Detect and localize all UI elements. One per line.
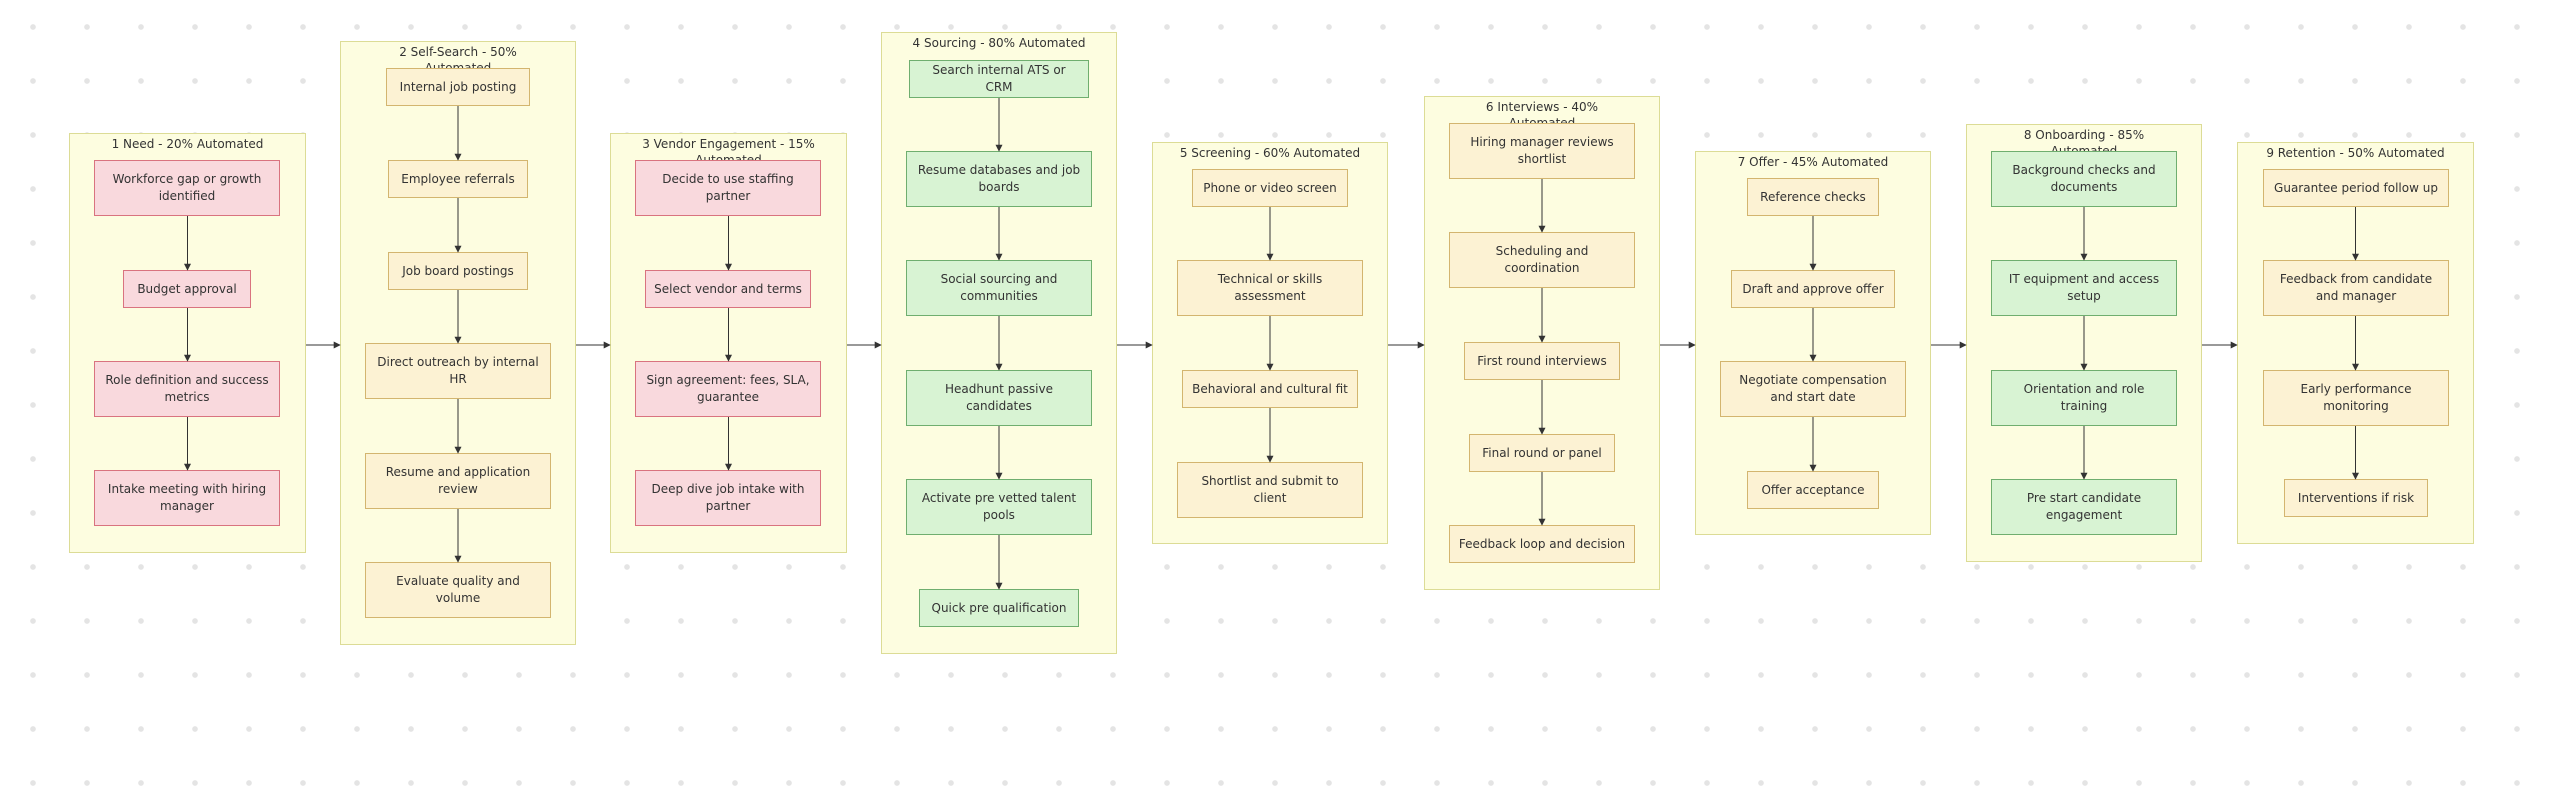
step-budget-approval: Budget approval <box>123 270 251 308</box>
step-resume-review: Resume and application review <box>365 453 551 509</box>
step-phone-screen: Phone or video screen <box>1192 169 1348 207</box>
step-final-round: Final round or panel <box>1469 434 1615 472</box>
step-evaluate-quality: Evaluate quality and volume <box>365 562 551 618</box>
step-job-board-postings: Job board postings <box>388 252 528 290</box>
stage-title: 1 Need - 20% Automated <box>111 137 264 151</box>
step-direct-outreach: Direct outreach by internal HR <box>365 343 551 399</box>
step-skills-assessment: Technical or skills assessment <box>1177 260 1363 316</box>
step-first-round: First round interviews <box>1464 342 1620 380</box>
step-sign-agreement: Sign agreement: fees, SLA, guarantee <box>635 361 821 417</box>
step-decide-staffing-partner: Decide to use staffing partner <box>635 160 821 216</box>
step-deep-dive-intake: Deep dive job intake with partner <box>635 470 821 526</box>
step-orientation-training: Orientation and role training <box>1991 370 2177 426</box>
step-resume-databases: Resume databases and job boards <box>906 151 1092 207</box>
step-offer-acceptance: Offer acceptance <box>1747 471 1879 509</box>
step-quick-prequalification: Quick pre qualification <box>919 589 1079 627</box>
step-activate-talent-pools: Activate pre vetted talent pools <box>906 479 1092 535</box>
step-performance-monitoring: Early performance monitoring <box>2263 370 2449 426</box>
step-negotiate-compensation: Negotiate compensation and start date <box>1720 361 1906 417</box>
step-employee-referrals: Employee referrals <box>388 160 528 198</box>
step-scheduling: Scheduling and coordination <box>1449 232 1635 288</box>
step-background-checks: Background checks and documents <box>1991 151 2177 207</box>
step-guarantee-followup: Guarantee period follow up <box>2263 169 2449 207</box>
step-interventions: Interventions if risk <box>2284 479 2428 517</box>
stage-title: 9 Retention - 50% Automated <box>2266 146 2445 160</box>
stage-title: 5 Screening - 60% Automated <box>1179 146 1361 160</box>
step-it-equipment: IT equipment and access setup <box>1991 260 2177 316</box>
step-select-vendor: Select vendor and terms <box>645 270 811 308</box>
stage-title: 4 Sourcing - 80% Automated <box>912 36 1086 50</box>
step-workforce-gap: Workforce gap or growth identified <box>94 160 280 216</box>
step-social-sourcing: Social sourcing and communities <box>906 260 1092 316</box>
step-search-ats: Search internal ATS or CRM <box>909 60 1089 98</box>
step-draft-offer: Draft and approve offer <box>1731 270 1895 308</box>
step-reference-checks: Reference checks <box>1747 178 1879 216</box>
stage-title: 7 Offer - 45% Automated <box>1737 155 1889 169</box>
step-feedback-candidate-manager: Feedback from candidate and manager <box>2263 260 2449 316</box>
step-internal-job-posting: Internal job posting <box>386 68 530 106</box>
step-hiring-manager-review: Hiring manager reviews shortlist <box>1449 123 1635 179</box>
step-cultural-fit: Behavioral and cultural fit <box>1182 370 1358 408</box>
